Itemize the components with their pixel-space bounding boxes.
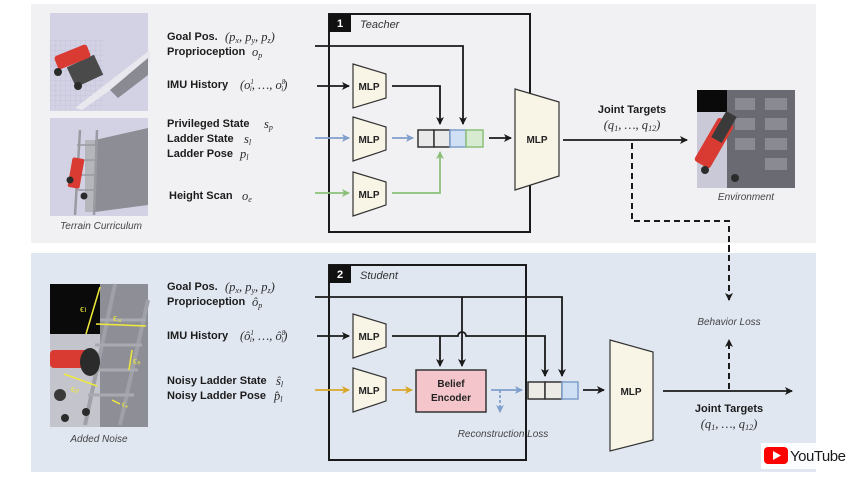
teacher-joint-targets-math: (q1, …, q12) — [604, 118, 660, 133]
noise-label-w: ϵᵤ — [113, 312, 121, 324]
youtube-text: YouTube — [790, 448, 846, 465]
teacher-privileged-math: sp — [264, 117, 273, 132]
svg-text:MLP: MLP — [358, 386, 379, 397]
terrain-image-ladder — [50, 118, 148, 216]
svg-text:Belief: Belief — [437, 379, 465, 390]
student-number-badge — [329, 265, 351, 283]
belief-encoder: Belief Encoder — [415, 369, 487, 413]
student-number: 2 — [337, 269, 343, 281]
noise-label-l: ϵₗ — [80, 303, 86, 315]
teacher-imu-mlp: MLP — [352, 63, 387, 109]
environment-caption: Environment — [718, 192, 775, 203]
student-imu-label: IMU History — [167, 330, 229, 342]
student-imu-mlp-out-arrow — [392, 331, 549, 377]
student-noisy-ladder-mlp: MLP — [352, 367, 387, 413]
teacher-ladder-state-label: Ladder State — [167, 133, 234, 145]
teacher-ladder-pose-label: Ladder Pose — [167, 148, 233, 160]
environment-image — [694, 90, 795, 188]
svg-text:MLP: MLP — [358, 135, 379, 146]
teacher-privileged-label: Privileged State — [167, 118, 250, 130]
student-noisy-ladder-state-math: ŝl — [276, 374, 284, 389]
student-goal-arrow — [315, 296, 566, 377]
student-policy-mlp: MLP — [609, 339, 654, 452]
student-noisy-ladder-pose-label: Noisy Ladder Pose — [167, 390, 266, 402]
teacher-privileged-mlp: MLP — [352, 116, 387, 162]
svg-text:MLP: MLP — [358, 82, 379, 93]
student-noisy-ladder-state-label: Noisy Ladder State — [167, 375, 267, 387]
student-title: Student — [360, 270, 399, 282]
terrain-image-stairs — [50, 13, 150, 111]
svg-text:MLP: MLP — [358, 190, 379, 201]
added-noise-caption: Added Noise — [69, 434, 128, 445]
noise-label-s: ϵₛ — [133, 356, 141, 367]
teacher-height-scan-math: oe — [242, 189, 252, 204]
teacher-goal-pos-label: Goal Pos. — [167, 31, 218, 43]
teacher-policy-mlp: MLP — [514, 88, 560, 191]
reconstruction-loss-label: Reconstruction Loss — [458, 429, 549, 440]
terrain-curriculum-caption: Terrain Curriculum — [60, 221, 142, 232]
youtube-watermark[interactable]: YouTube — [761, 443, 851, 469]
teacher-number: 1 — [337, 18, 343, 30]
svg-text:MLP: MLP — [620, 387, 641, 398]
teacher-goal-arrow — [315, 45, 467, 125]
teacher-ladder-state-math: sl — [244, 132, 252, 147]
teacher-imu-label: IMU History — [167, 79, 229, 91]
student-latent-vector — [527, 381, 579, 400]
teacher-imu-mlp-out-arrow — [392, 85, 444, 125]
teacher-ladder-pose-math: pl — [239, 147, 249, 162]
svg-text:MLP: MLP — [358, 332, 379, 343]
student-imu-mlp: MLP — [352, 313, 387, 359]
teacher-title: Teacher — [360, 19, 401, 31]
teacher-height-mlp-out-arrow — [392, 151, 444, 194]
student-proprioception-label: Proprioception — [167, 296, 246, 308]
svg-text:Encoder: Encoder — [431, 393, 471, 404]
student-joint-targets-math: (q1, …, q12) — [701, 417, 757, 432]
student-joint-targets-label: Joint Targets — [695, 403, 763, 415]
noise-label-p: ϵₚ — [71, 384, 79, 395]
teacher-proprioception-label: Proprioception — [167, 46, 246, 58]
behavior-loss-label: Behavior Loss — [697, 317, 760, 328]
student-goal-pos-math: (px, py, pz) — [225, 280, 275, 295]
teacher-joint-targets-label: Joint Targets — [598, 104, 666, 116]
teacher-latent-vector — [417, 129, 484, 148]
added-noise-image: ϵₗ ϵᵤ ϵₛ ϵₚ ϵₑ — [50, 283, 150, 427]
teacher-proprioception-math: op — [252, 45, 262, 60]
teacher-goal-pos-math: (px, py, pz) — [225, 30, 275, 45]
svg-text:MLP: MLP — [526, 135, 547, 146]
teacher-height-mlp: MLP — [352, 171, 387, 217]
teacher-height-scan-label: Height Scan — [169, 190, 233, 202]
student-noisy-ladder-pose-math: p̂l — [273, 389, 283, 404]
student-goal-pos-label: Goal Pos. — [167, 281, 218, 293]
student-proprioception-math: ôp — [252, 295, 262, 310]
teacher-number-badge — [329, 14, 351, 32]
noise-label-e: ϵₑ — [122, 399, 129, 409]
